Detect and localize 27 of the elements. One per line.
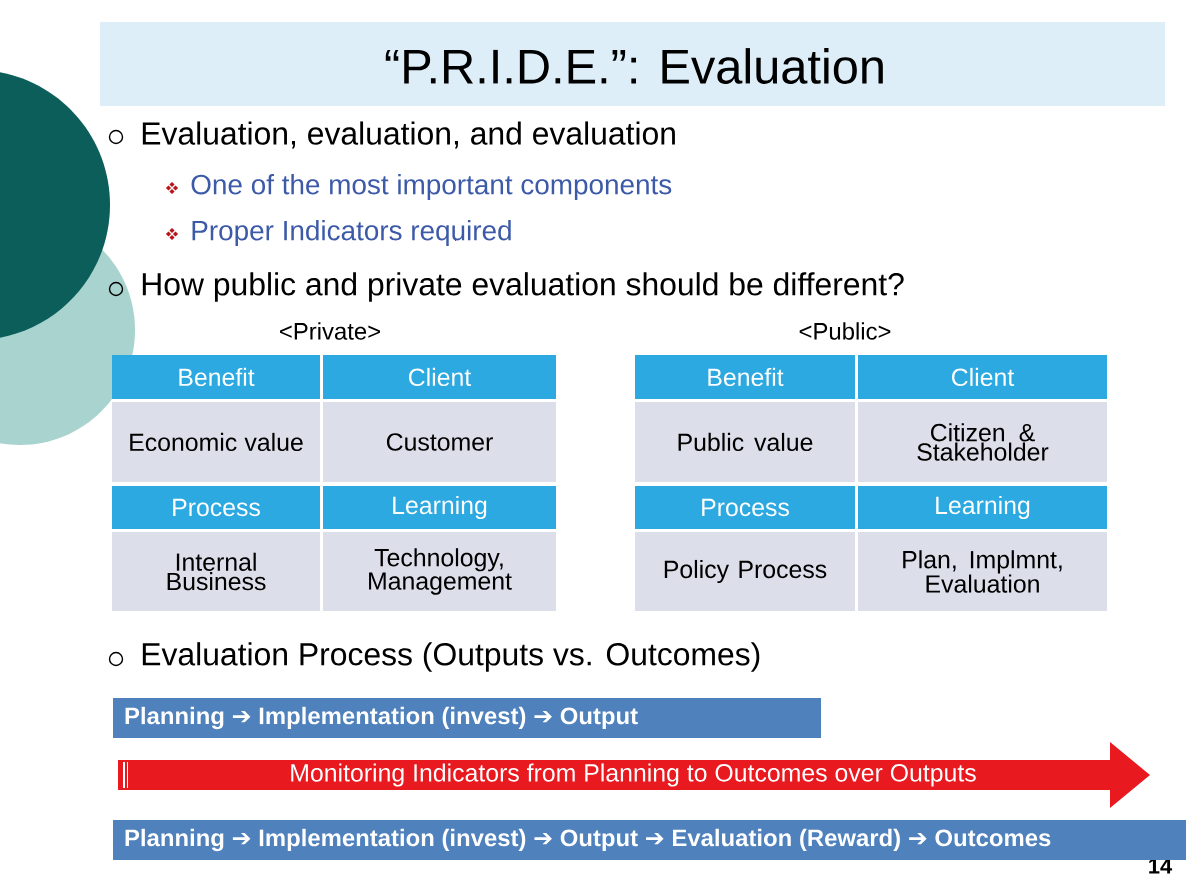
bullet-text: Evaluation Process (Outputs vs. Outcomes)	[142, 642, 760, 672]
table-cell: Economic value	[112, 402, 320, 482]
table-cell: Technology, Management	[323, 532, 556, 611]
header-cell: Client	[858, 355, 1107, 399]
header-cell: Benefit	[635, 355, 855, 399]
sub-bullet-text: One of the most important components	[191, 174, 672, 200]
bullet-text: Evaluation, evaluation, and evaluation	[142, 121, 675, 149]
table-cell: Public value	[635, 402, 855, 482]
process-bar: Planning ➔ Implementation (invest) ➔ Output ➔ Evaluation (Reward) ➔ Outcomes	[113, 820, 1187, 860]
table-cell: Plan, Implmnt, Evaluation	[858, 532, 1107, 611]
table-cell: Policy Process	[635, 532, 855, 611]
header-cell: Client	[323, 355, 556, 399]
header-cell: Process	[112, 486, 320, 529]
table-caption: <Public>	[799, 322, 891, 340]
bullet-text: How public and private evaluation should be different?	[142, 272, 904, 302]
header-cell: Process	[635, 486, 855, 529]
header-cell: Learning	[858, 486, 1107, 529]
table-cell: Internal Business	[112, 532, 320, 611]
header-cell: Benefit	[112, 355, 320, 399]
table-caption: <Private>	[280, 322, 380, 340]
header-cell: Learning	[323, 486, 556, 529]
process-bar: Planning ➔ Implementation (invest) ➔ Output	[113, 698, 821, 738]
arrow-banner: Monitoring Indicators from Planning to Outcomes over Outputs	[118, 742, 1150, 808]
table-cell: Citizen & Stakeholder	[858, 402, 1107, 482]
table-cell: Customer	[323, 402, 556, 482]
slide-title: “P.R.I.D.E.”: Evaluation	[385, 48, 883, 84]
sub-bullet-text: Proper Indicators required	[192, 220, 511, 246]
